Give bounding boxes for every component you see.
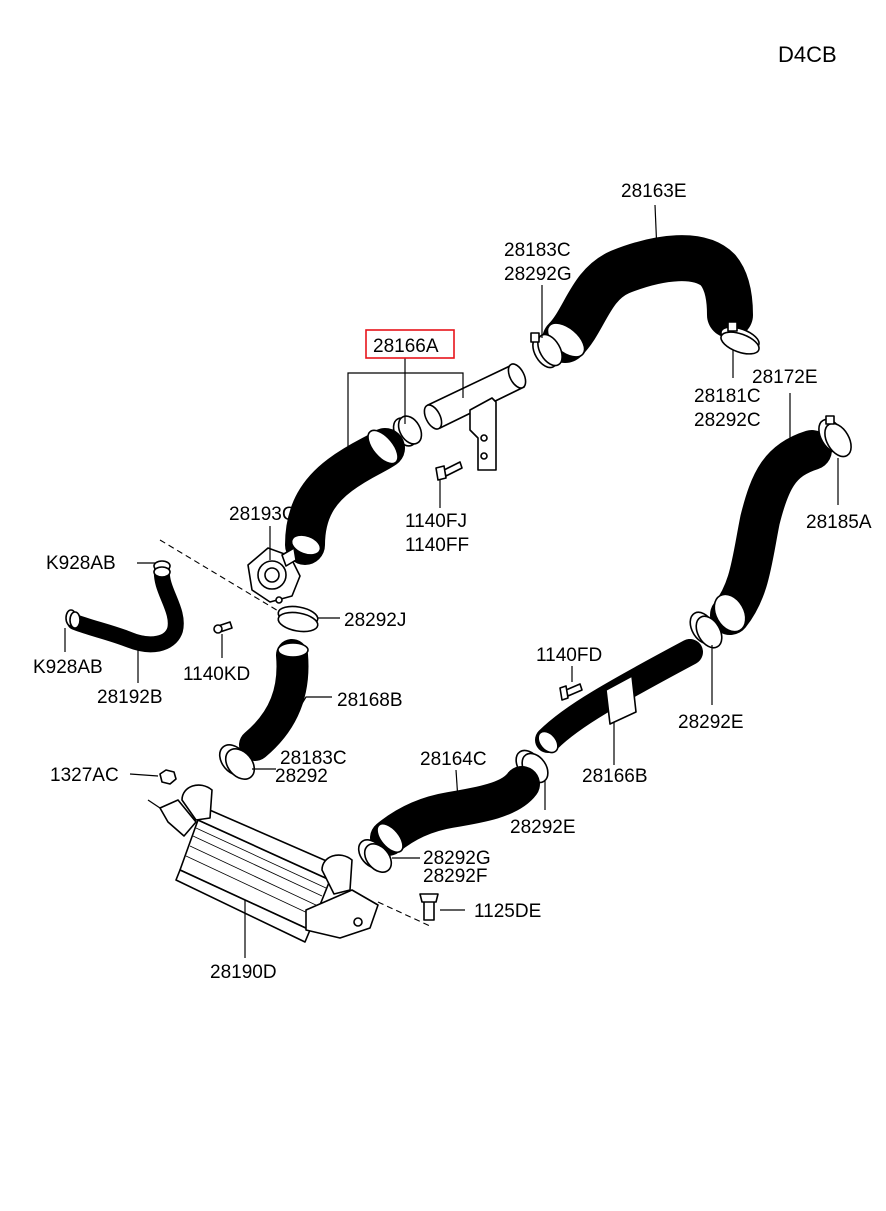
label-28292F[interactable]: 28292F [423, 866, 487, 887]
label-28292G-low[interactable]: 28292G [423, 848, 491, 869]
nut-1327AC[interactable] [159, 769, 177, 785]
leader-lines [64, 204, 839, 958]
hose-28164C[interactable] [370, 766, 540, 857]
label-28292J[interactable]: 28292J [344, 610, 406, 631]
clamp-28183C-low[interactable] [214, 739, 260, 784]
flange-28193C[interactable] [247, 547, 301, 604]
clamp-28292E-right[interactable] [685, 608, 727, 652]
clamp-K928AB-1[interactable] [153, 560, 171, 578]
hose-28192B[interactable] [67, 562, 184, 653]
label-28193C[interactable]: 28193C [229, 504, 296, 525]
label-K928AB-2[interactable]: K928AB [33, 657, 103, 678]
pipe-28166B[interactable] [534, 639, 703, 756]
label-28183C-top[interactable]: 28183C [504, 240, 571, 261]
bolt-1140FD[interactable] [559, 683, 583, 701]
label-28292[interactable]: 28292 [275, 766, 328, 787]
hose-28172E[interactable] [708, 430, 832, 637]
label-28166B[interactable]: 28166B [582, 766, 648, 787]
pipe-28166A[interactable] [421, 361, 529, 471]
label-1140FF[interactable]: 1140FF [405, 535, 469, 556]
label-28183C-low[interactable]: 28183C [280, 748, 347, 769]
label-1140FD[interactable]: 1140FD [536, 645, 602, 666]
label-1125DE[interactable]: 1125DE [474, 901, 541, 922]
clamp-28185A[interactable] [813, 415, 856, 461]
highlight-box-28166A [365, 329, 455, 359]
clamp-K928AB-2[interactable] [65, 609, 81, 629]
diagram-code: D4CB [778, 42, 837, 67]
clamp-28292J[interactable] [277, 604, 320, 635]
bolt-1125DE[interactable] [419, 893, 439, 921]
clamp-28181C[interactable] [718, 321, 762, 358]
label-28172E[interactable]: 28172E [752, 367, 818, 388]
label-28185A[interactable]: 28185A [806, 512, 872, 533]
bolt-1140FJ[interactable] [435, 461, 463, 481]
label-28168B[interactable]: 28168B [337, 690, 403, 711]
label-28292C[interactable]: 28292C [694, 410, 761, 431]
label-1140FJ[interactable]: 1140FJ [405, 511, 467, 532]
label-28181C[interactable]: 28181C [694, 386, 761, 407]
intercooler-28190D[interactable] [159, 784, 379, 943]
label-28190D[interactable]: 28190D [210, 962, 277, 983]
bolt-1140KD[interactable] [213, 621, 233, 634]
label-28292E-right[interactable]: 28292E [678, 712, 744, 733]
hose-28168B[interactable] [239, 639, 309, 761]
label-K928AB-1[interactable]: K928AB [46, 553, 116, 574]
label-1140KD[interactable]: 1140KD [183, 664, 250, 685]
hose-upper-left[interactable] [285, 425, 405, 565]
label-1327AC[interactable]: 1327AC [50, 765, 119, 786]
label-28166A[interactable]: 28166A [373, 336, 439, 357]
label-28164C[interactable]: 28164C [420, 749, 487, 770]
clamp-28292G-low[interactable] [353, 835, 396, 878]
label-28192B[interactable]: 28192B [97, 687, 163, 708]
label-28292G-top[interactable]: 28292G [504, 264, 572, 285]
label-28292E-mid[interactable]: 28292E [510, 817, 576, 838]
label-28163E[interactable]: 28163E [621, 181, 687, 202]
